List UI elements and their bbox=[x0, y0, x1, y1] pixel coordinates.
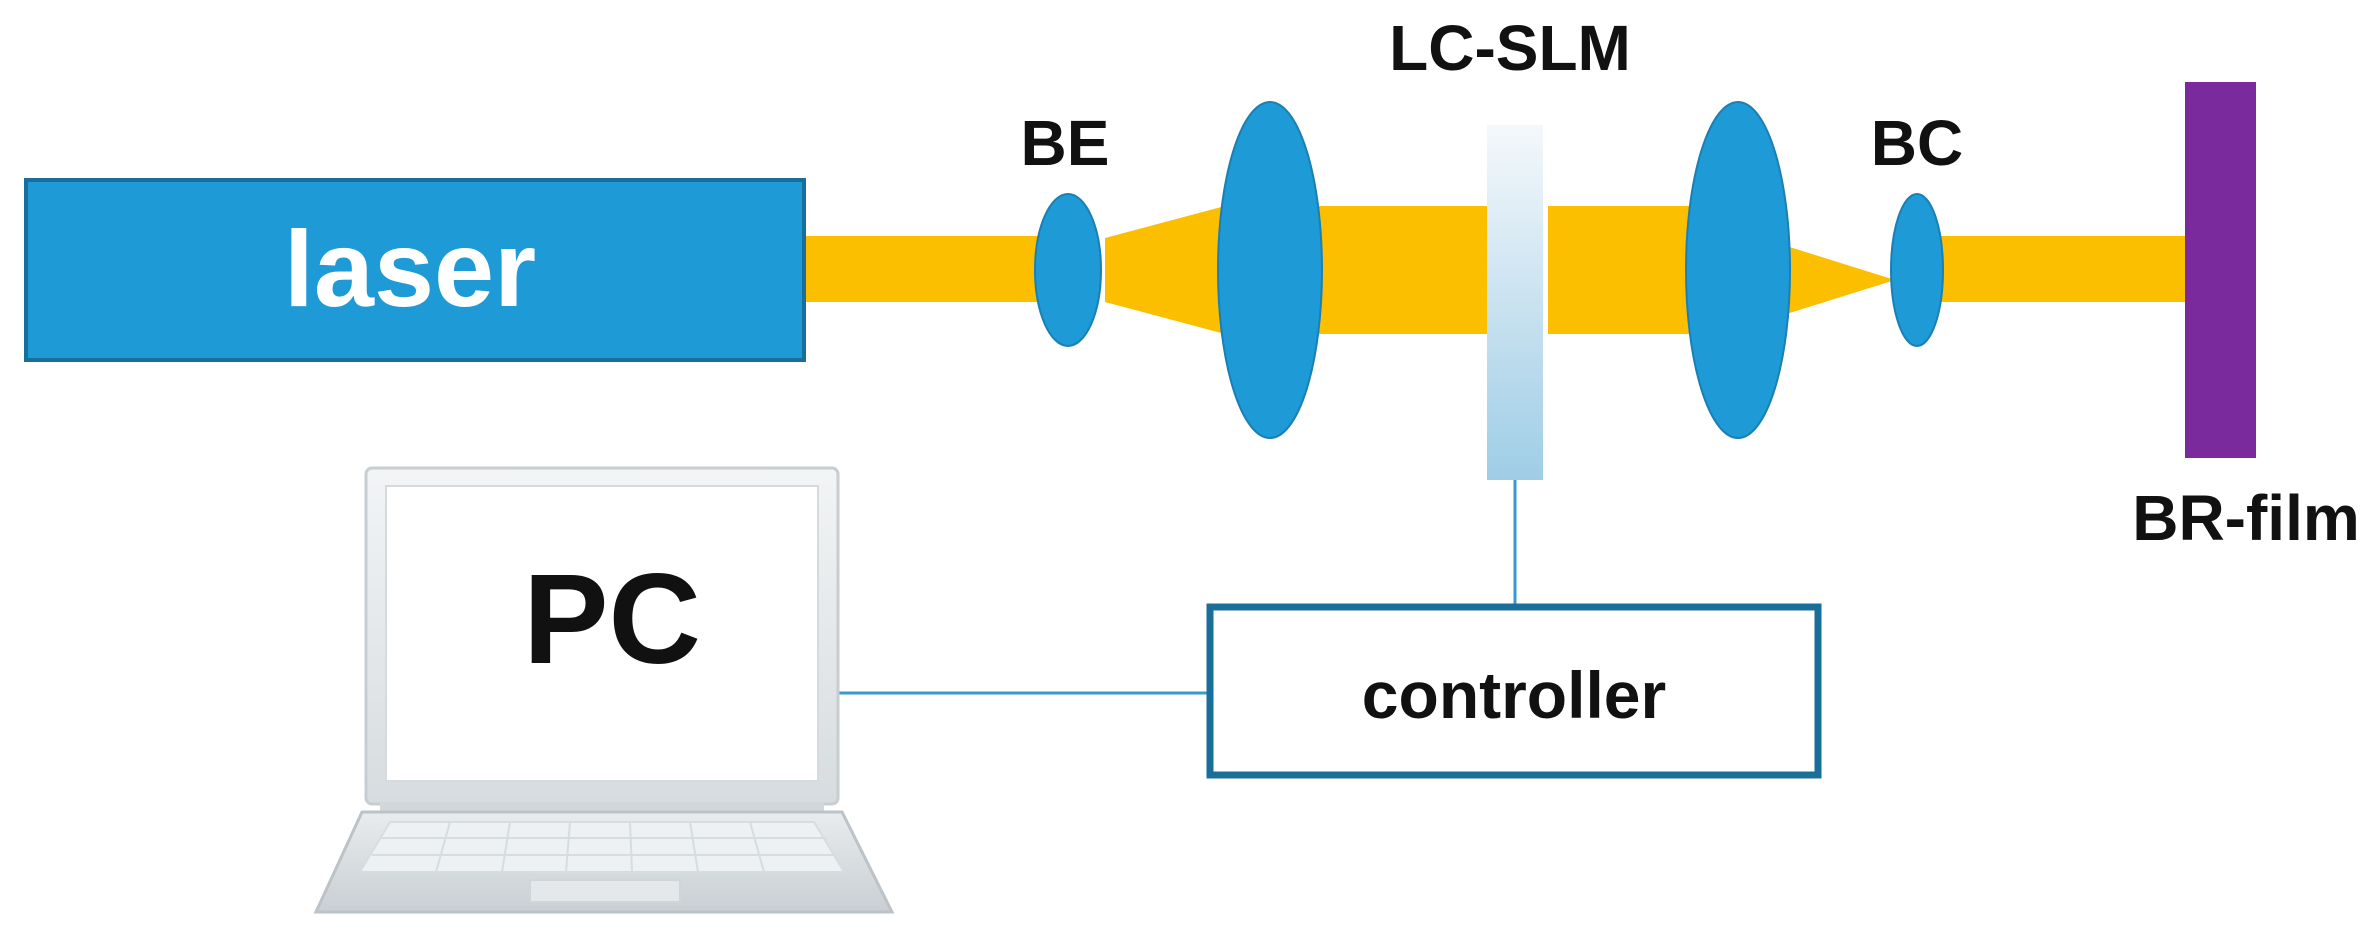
laser-label: laser bbox=[284, 208, 536, 329]
laptop-pc: PC bbox=[313, 466, 895, 914]
controller-box: controller bbox=[1206, 603, 1822, 779]
laser-beam bbox=[800, 206, 2190, 334]
lc-slm-label: LC-SLM bbox=[1389, 12, 1631, 84]
br-film-label: BR-film bbox=[2132, 482, 2360, 554]
pc-label: PC bbox=[523, 548, 701, 691]
bc-label: BC bbox=[1871, 107, 1963, 179]
controller-label: controller bbox=[1362, 658, 1666, 732]
beam-expander-lens-small bbox=[1034, 193, 1102, 347]
touchpad bbox=[529, 879, 681, 903]
beam-compressor-lens-large bbox=[1685, 101, 1791, 439]
be-label: BE bbox=[1021, 107, 1110, 179]
beam-compressor-lens-small bbox=[1890, 193, 1944, 347]
laser-source: laser bbox=[24, 178, 806, 362]
lc-slm-panel bbox=[1487, 125, 1543, 480]
br-film bbox=[2185, 82, 2256, 458]
keyboard bbox=[358, 821, 846, 873]
beam-expander-lens-large bbox=[1217, 101, 1323, 439]
